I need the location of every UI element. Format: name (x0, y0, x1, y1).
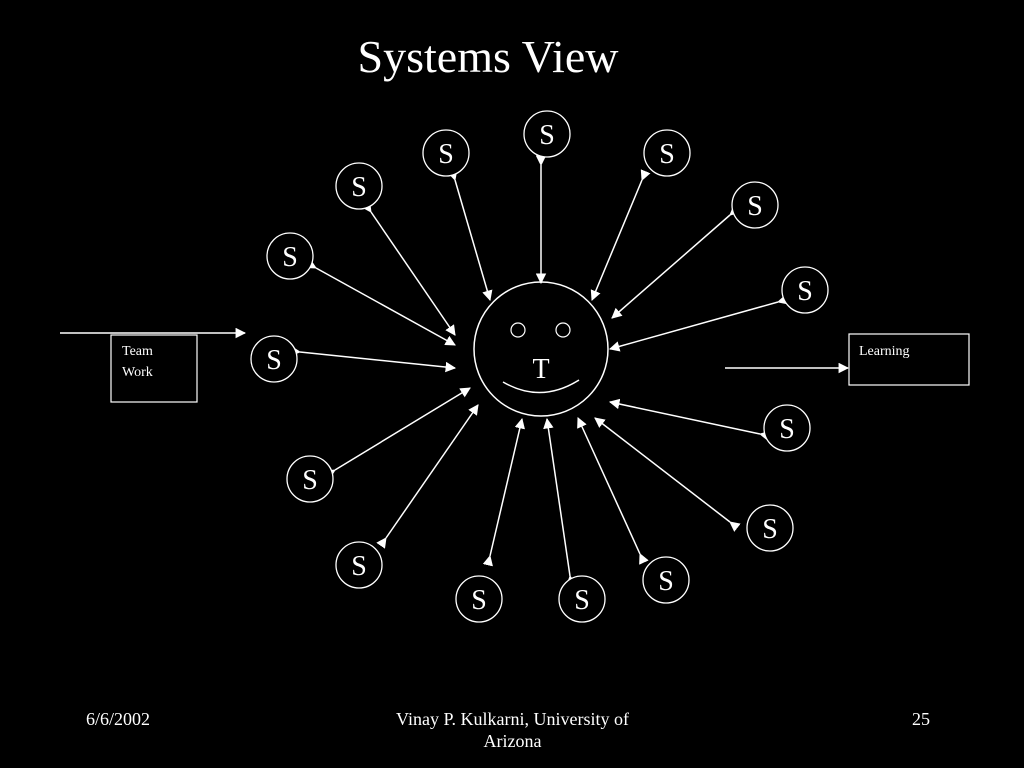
satellite-node-label: S (797, 276, 813, 307)
team-node: T (473, 281, 609, 417)
satellite-node-9: S (763, 404, 811, 452)
satellite-node-circle (286, 455, 334, 503)
satellite-node-circle (335, 162, 383, 210)
satellite-node-label: S (779, 414, 795, 445)
satellite-node-1: S (523, 110, 571, 158)
satellite-node-label: S (659, 139, 675, 170)
footer-page-number: 25 (912, 709, 930, 729)
team-node-left-eye (510, 322, 526, 338)
satellite-node-circle (335, 541, 383, 589)
satellite-link-12 (376, 404, 479, 549)
satellite-link-15 (543, 417, 577, 587)
team-work-label-line-2: Work (122, 365, 153, 380)
satellite-node-label: S (351, 551, 367, 582)
satellite-node-15: S (558, 575, 606, 623)
satellite-link-14 (482, 417, 525, 567)
footer-author: Vinay P. Kulkarni, University of Arizona (396, 709, 629, 751)
satellite-node-label: S (658, 566, 674, 597)
satellite-node-circle (523, 110, 571, 158)
satellite-node-circle (250, 335, 298, 383)
team-node-label: T (532, 354, 549, 385)
satellite-node-label: S (302, 465, 318, 496)
satellite-node-11: S (746, 504, 794, 552)
satellite-node-14: S (455, 575, 503, 623)
satellite-node-circle (455, 575, 503, 623)
footer-date: 6/6/2002 (86, 709, 151, 729)
team-work-box (110, 334, 198, 403)
satellite-link-11 (594, 417, 741, 532)
satellite-link-9 (608, 398, 771, 442)
satellite-node-10: S (286, 455, 334, 503)
satellite-node-circle (763, 404, 811, 452)
satellite-node-2: S (422, 129, 470, 177)
satellite-link-7 (608, 294, 789, 352)
learning-box (848, 333, 970, 386)
satellite-node-label: S (574, 585, 590, 616)
satellite-node-label: S (351, 172, 367, 203)
satellite-node-7: S (781, 266, 829, 314)
satellite-node-12: S (335, 541, 383, 589)
satellite-node-label: S (266, 345, 282, 376)
learning-label: Learning (859, 344, 910, 359)
satellite-nodes: S S S S S S S S S S S S S S S (250, 110, 829, 623)
satellite-node-circle (746, 504, 794, 552)
satellite-node-circle (266, 232, 314, 280)
satellite-node-8: S (250, 335, 298, 383)
satellite-node-13: S (642, 556, 690, 604)
satellite-node-5: S (731, 181, 779, 229)
satellite-links (290, 155, 789, 587)
satellite-link-2 (447, 169, 493, 302)
satellite-node-circle (781, 266, 829, 314)
slide-title: Systems View (357, 31, 619, 82)
satellite-node-circle (731, 181, 779, 229)
team-work-label-line-1: Team (122, 344, 153, 359)
satellite-node-label: S (282, 242, 298, 273)
satellite-link-6 (305, 258, 456, 346)
satellite-node-label: S (539, 120, 555, 151)
satellite-node-circle (558, 575, 606, 623)
satellite-node-6: S (266, 232, 314, 280)
satellite-link-4 (361, 201, 456, 336)
satellite-link-13 (577, 417, 649, 565)
team-node-circle (473, 281, 609, 417)
team-node-right-eye (555, 322, 571, 338)
satellite-node-label: S (438, 139, 454, 170)
satellite-node-circle (422, 129, 470, 177)
satellite-node-circle (643, 129, 691, 177)
satellite-node-label: S (762, 514, 778, 545)
satellite-node-circle (642, 556, 690, 604)
satellite-node-4: S (335, 162, 383, 210)
team-node-smile (502, 379, 580, 394)
satellite-link-5 (611, 204, 741, 319)
satellite-link-3 (590, 169, 651, 301)
satellite-link-8 (290, 345, 457, 373)
satellite-node-label: S (747, 191, 763, 222)
satellite-link-10 (324, 387, 471, 480)
satellite-node-3: S (643, 129, 691, 177)
satellite-node-label: S (471, 585, 487, 616)
